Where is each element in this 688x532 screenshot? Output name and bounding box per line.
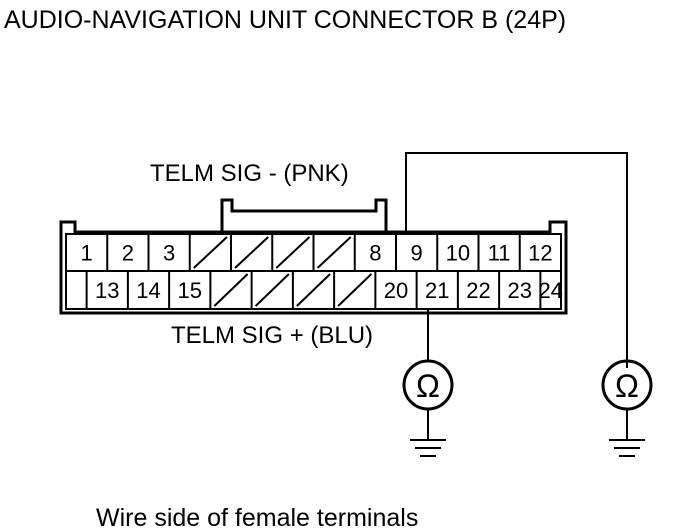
terminal-number: 15 xyxy=(178,278,202,303)
ohmmeter-icon: Ω xyxy=(601,359,653,440)
terminal-number: 24 xyxy=(538,278,562,303)
telm-sig-minus-wire xyxy=(405,152,628,368)
ground-icon xyxy=(410,439,446,457)
ground-icon xyxy=(609,439,645,457)
terminal-number: 2 xyxy=(122,241,134,266)
terminal-number: 14 xyxy=(136,278,160,303)
ohm-symbol: Ω xyxy=(615,368,639,404)
terminal-number: 11 xyxy=(488,241,511,266)
unused-terminal-slash xyxy=(193,236,228,269)
unused-terminal-slash xyxy=(337,273,373,307)
terminal-number: 9 xyxy=(411,241,423,266)
unused-terminal-slash xyxy=(275,236,311,269)
unused-terminal-slash xyxy=(254,273,290,307)
terminal-number: 8 xyxy=(369,241,381,266)
ohmmeter-icon: Ω xyxy=(402,359,454,440)
terminal-number: 3 xyxy=(163,241,175,266)
unused-terminal-slash xyxy=(316,236,352,269)
terminal-number: 13 xyxy=(95,278,119,303)
terminal-number: 21 xyxy=(425,278,449,303)
diagram-title: AUDIO-NAVIGATION UNIT CONNECTOR B (24P) xyxy=(4,6,566,34)
terminal-number: 22 xyxy=(466,278,490,303)
ohm-symbol: Ω xyxy=(416,368,440,404)
telm-sig-minus-label: TELM SIG - (PNK) xyxy=(150,160,349,187)
terminal-number: 20 xyxy=(384,278,408,303)
terminal-number: 23 xyxy=(508,278,532,303)
telm-sig-plus-label: TELM SIG + (BLU) xyxy=(171,322,373,349)
terminal-number: 1 xyxy=(81,241,93,266)
unused-terminal-slash xyxy=(213,273,249,307)
terminal-number: 12 xyxy=(528,241,552,266)
terminal-number: 10 xyxy=(446,241,470,266)
unused-terminal-slash xyxy=(234,236,269,269)
diagram-caption: Wire side of female terminals xyxy=(96,504,418,532)
unused-terminal-slash xyxy=(296,273,331,307)
